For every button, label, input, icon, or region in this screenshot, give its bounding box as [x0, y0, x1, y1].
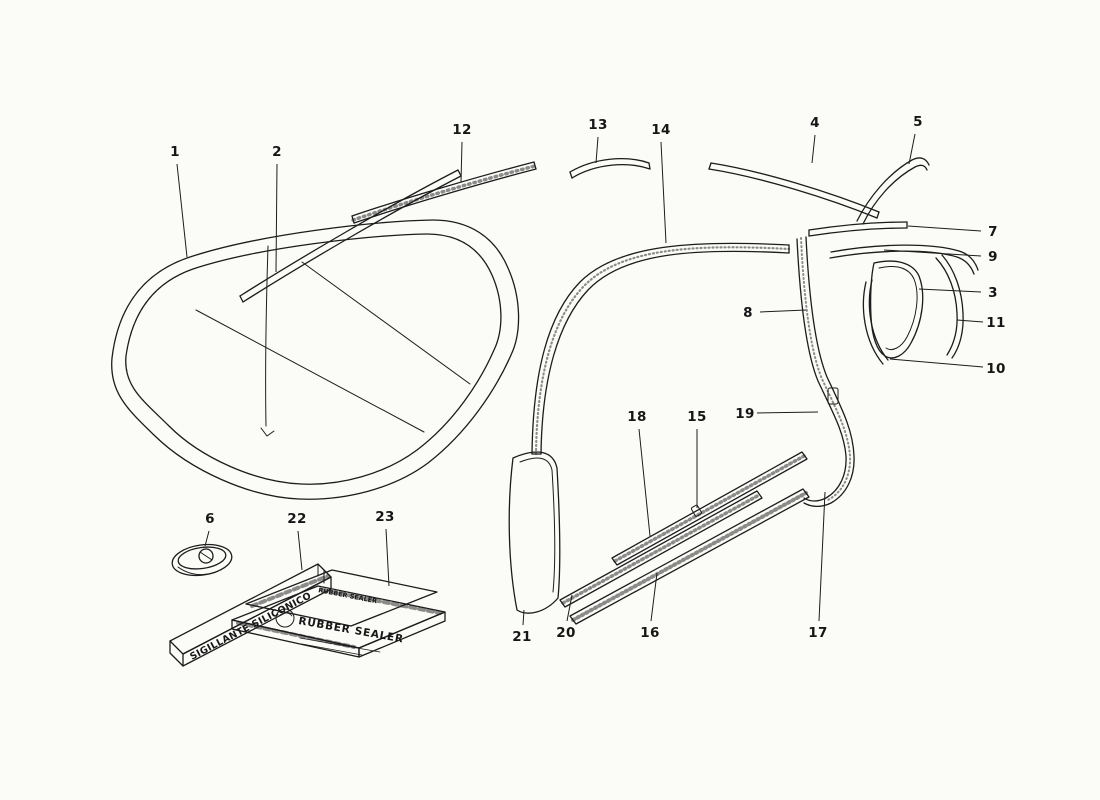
windscreen-assembly	[111, 219, 520, 500]
leader-line-14	[660, 141, 667, 244]
leader-line-13	[595, 136, 599, 164]
door-aperture-seal	[531, 242, 791, 456]
sill-center-trim	[559, 490, 763, 608]
leader-line-3	[918, 288, 982, 293]
leader-line-8	[759, 309, 807, 313]
sill-trim-clip	[690, 504, 702, 517]
leader-line-12	[460, 141, 463, 183]
quarter-window-seal	[829, 244, 979, 275]
leader-line-16	[650, 572, 658, 622]
leader-line-5	[908, 133, 916, 165]
leader-line-1	[176, 163, 188, 258]
grommet	[171, 543, 233, 577]
leader-line-4	[811, 134, 816, 164]
door-rear-pillar-seal	[796, 236, 855, 508]
leader-line-21	[522, 609, 525, 626]
door-vent-glass	[508, 451, 561, 614]
leader-line-2	[275, 163, 278, 273]
leader-line-6	[204, 530, 210, 547]
leader-line-20	[566, 594, 573, 622]
quarter-glass	[869, 260, 924, 359]
sill-outer-trim	[569, 488, 810, 625]
leader-line-11	[956, 319, 984, 323]
quarter-glass-outer-trim	[935, 254, 964, 359]
leader-line-7	[907, 225, 982, 232]
leader-line-19	[756, 411, 819, 414]
roof-trim-strip	[351, 161, 537, 224]
leader-line-18	[638, 428, 651, 537]
sill-inner-trim	[611, 451, 808, 566]
rear-screen-trim	[708, 162, 880, 219]
leader-line-10	[889, 358, 984, 368]
quarter-corner-trim	[856, 157, 930, 225]
leader-line-9	[883, 249, 982, 257]
quarter-glass-inner-trim	[862, 279, 889, 365]
leader-line-17	[818, 491, 826, 622]
roof-front-trim	[569, 158, 651, 179]
quarter-window-upper-trim	[808, 221, 908, 237]
leader-line-22	[297, 530, 303, 571]
leader-line-23	[385, 528, 390, 587]
